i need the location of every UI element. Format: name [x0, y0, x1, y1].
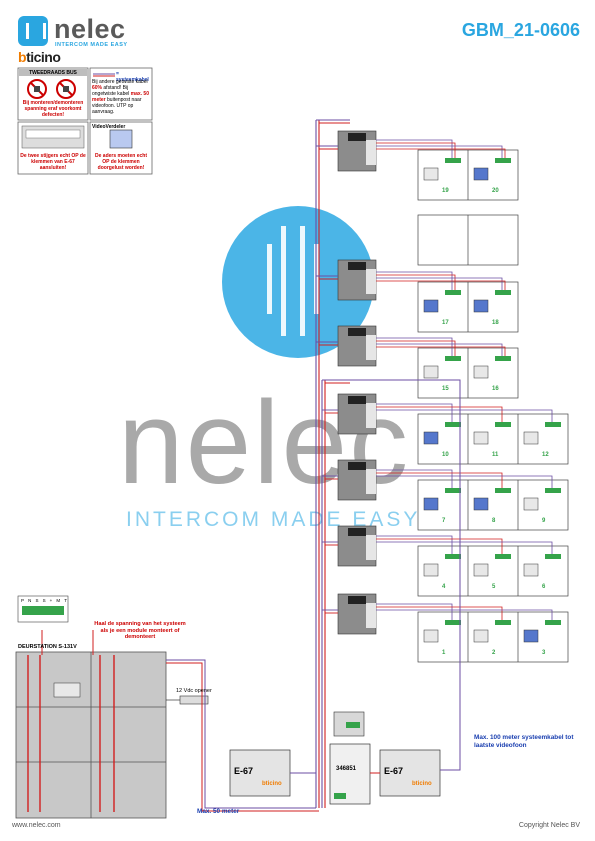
- monitor-number: 4: [442, 584, 446, 590]
- apartment-wiring: [376, 139, 553, 620]
- terminal-label: P: [21, 598, 25, 603]
- partner-brand-rest: ticino: [26, 49, 61, 65]
- right-supply-label: E-67: [384, 766, 404, 776]
- left-supply-brand: bticino: [262, 781, 282, 787]
- monitor-number: 11: [492, 452, 499, 458]
- bus-title: TWEEDRAADS BUS: [29, 70, 77, 76]
- document-id: GBM_21-0606: [461, 20, 580, 40]
- door-station: [15, 595, 167, 819]
- terminal-label: S: [42, 598, 46, 603]
- max-100-note: Max. 100 meter systeemkabel tot laatste …: [474, 734, 574, 749]
- no-touch-warning-icon: [27, 79, 76, 99]
- monitor-number: 2: [492, 650, 496, 656]
- monitor-number: 7: [442, 518, 446, 524]
- footer-copyright: Copyright Nelec BV: [518, 822, 580, 829]
- apartment-panels: [417, 149, 569, 663]
- monitor-number: 10: [442, 452, 449, 458]
- monitor-number: 20: [492, 188, 499, 194]
- door-terminal-labels: P N S S + M T: [21, 598, 67, 603]
- cable-text-4: Bij ongetwiste kabel: [92, 85, 130, 97]
- nelec-logo-icon: [18, 16, 48, 46]
- monitor-number: 6: [542, 584, 546, 590]
- monitor-number: 5: [492, 584, 496, 590]
- watermark-tagline: INTERCOM MADE EASY: [126, 508, 421, 531]
- partner-brand: bticino: [18, 49, 61, 65]
- door-opener: [166, 695, 209, 705]
- cable-text-2: 60%: [92, 85, 103, 91]
- cable-text: Bij andere getwiste kabel 60% afstand! B…: [92, 79, 150, 115]
- monitor-number: 12: [542, 452, 549, 458]
- terminal-label: +: [49, 598, 53, 603]
- brand-name: nelec: [54, 14, 126, 44]
- partner-brand-prefix: b: [18, 49, 27, 65]
- monitor-number: 17: [442, 320, 449, 326]
- opener-label: 12 Vdc opener: [176, 688, 212, 694]
- video-monitors: [423, 167, 539, 643]
- monitor-number: 3: [542, 650, 546, 656]
- monitor-number: 8: [492, 518, 496, 524]
- footer-website: www.nelec.com: [12, 822, 61, 829]
- monitor-number: 1: [442, 650, 446, 656]
- max-50-note: Max. 50 meter: [197, 808, 240, 815]
- cable-text-7: UTP op aanvraag.: [92, 103, 134, 115]
- cable-text-5: max. 50 meter: [92, 91, 149, 103]
- distributor-taps: [316, 145, 338, 614]
- cable-title: = systeemkabel: [116, 71, 149, 83]
- cable-text-3: afstand!: [103, 85, 122, 91]
- brand-tagline: INTERCOM MADE EASY: [55, 42, 128, 48]
- wire-note: De aders moeten echt OP de klemmen doorg…: [95, 153, 147, 171]
- terminal-label: S: [35, 598, 39, 603]
- central-module-label: 346851: [336, 766, 357, 772]
- right-supply-brand: bticino: [412, 781, 432, 787]
- cable-text-6: buitenpost naar videofoon.: [92, 97, 142, 109]
- monitor-number: 9: [542, 518, 546, 524]
- supply-note: Haal de spanning van het systeem als je …: [94, 621, 186, 640]
- power-supplies: [229, 711, 441, 805]
- terminal-label: T: [64, 598, 67, 603]
- monitor-number: 19: [442, 188, 449, 194]
- monitor-number: 16: [492, 386, 499, 392]
- terminal-label: M: [56, 598, 61, 603]
- left-supply-label: E-67: [234, 766, 254, 776]
- bus-warning: Bij monteren/demonteren spanning eraf vo…: [22, 100, 84, 118]
- bus-wiring: [166, 379, 461, 812]
- distributor-title: VideoVerdeler: [92, 124, 126, 130]
- info-panel: [17, 67, 153, 175]
- monitor-number: 15: [442, 386, 449, 392]
- risers: [315, 119, 350, 808]
- cable-text-1: Bij andere getwiste kabel: [92, 79, 148, 85]
- monitor-number: 18: [492, 320, 499, 326]
- terminal-label: N: [28, 598, 32, 603]
- jumper-note: De twee stijgers echt OP de klemmen van …: [20, 153, 86, 171]
- terminal-blocks: [445, 158, 561, 625]
- video-distributors: [337, 130, 377, 635]
- door-station-title: DEURSTATION S-131V: [18, 644, 77, 650]
